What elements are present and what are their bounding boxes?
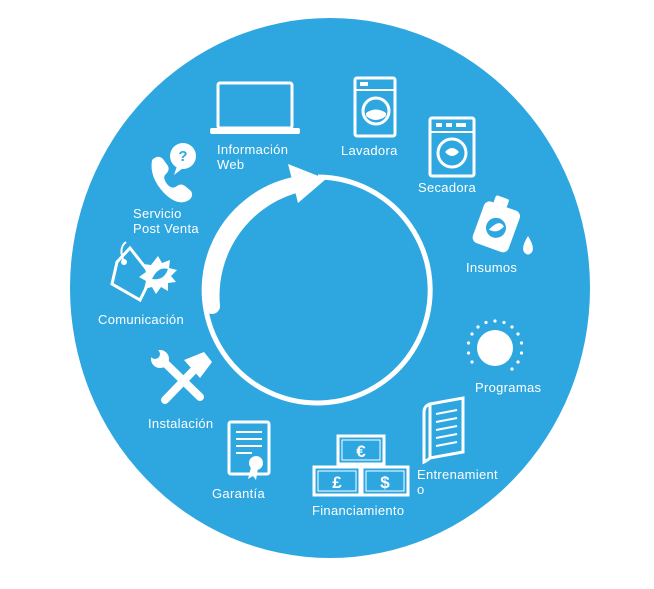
label-line: Información	[217, 142, 289, 157]
label-garantia: Garantía	[212, 486, 265, 501]
label-line: Comunicación	[98, 312, 184, 327]
label-line: Instalación	[148, 416, 214, 431]
label-insumos: Insumos	[466, 260, 517, 275]
euro-symbol: €	[356, 442, 366, 461]
label-financiamiento: Financiamiento	[312, 503, 404, 518]
question-mark: ?	[178, 148, 187, 165]
label-secadora: Secadora	[418, 180, 476, 195]
label-line: o	[417, 482, 425, 497]
label-programas: Programas	[475, 380, 541, 395]
label-line: Garantía	[212, 486, 265, 501]
cycle-arrow-head	[288, 164, 326, 203]
label-comunicacion: Comunicación	[98, 312, 184, 327]
label-informacion-web: Información Web	[217, 142, 288, 172]
label-line: Entrenamient	[417, 467, 498, 482]
label-line: Financiamiento	[312, 503, 405, 518]
pound-symbol: £	[332, 473, 342, 492]
label-line: Post Venta	[133, 221, 199, 236]
cycle-arrow-ring	[201, 174, 433, 406]
label-line: Lavadora	[341, 143, 398, 158]
label-line: Insumos	[466, 260, 518, 275]
label-line: Secadora	[418, 180, 477, 195]
label-lavadora: Lavadora	[341, 143, 398, 158]
label-instalacion: Instalación	[148, 416, 213, 431]
label-line: Servicio	[133, 206, 182, 221]
label-line: Web	[217, 157, 245, 172]
dollar-symbol: $	[380, 473, 390, 492]
label-servicio-post-venta: Servicio Post Venta	[133, 206, 199, 236]
cycle-arrow-body	[203, 178, 300, 314]
label-entrenamiento: Entrenamient o	[417, 467, 498, 497]
label-line: Programas	[475, 380, 542, 395]
